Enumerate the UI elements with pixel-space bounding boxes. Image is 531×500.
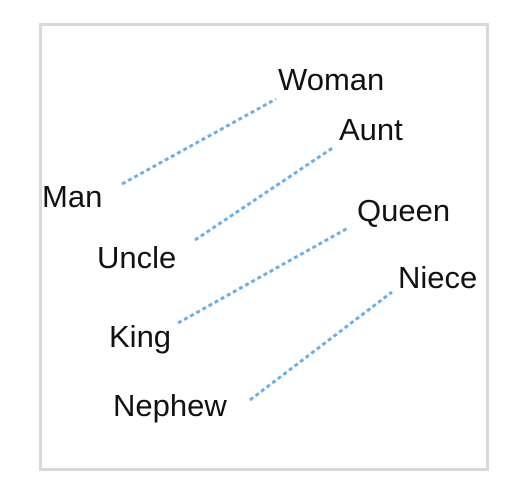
link-nephew-niece: [249, 290, 393, 402]
word-king: King: [109, 319, 172, 354]
word-woman: Woman: [278, 62, 385, 97]
link-king-queen: [177, 226, 349, 325]
diagram-frame: [39, 23, 489, 471]
word-queen: Queen: [357, 193, 451, 228]
link-uncle-aunt: [194, 145, 335, 242]
link-man-woman: [121, 97, 277, 186]
word-nephew: Nephew: [113, 388, 227, 423]
word-aunt: Aunt: [339, 112, 403, 147]
word-man: Man: [42, 179, 103, 214]
word-niece: Niece: [398, 260, 478, 295]
word-uncle: Uncle: [97, 240, 177, 275]
